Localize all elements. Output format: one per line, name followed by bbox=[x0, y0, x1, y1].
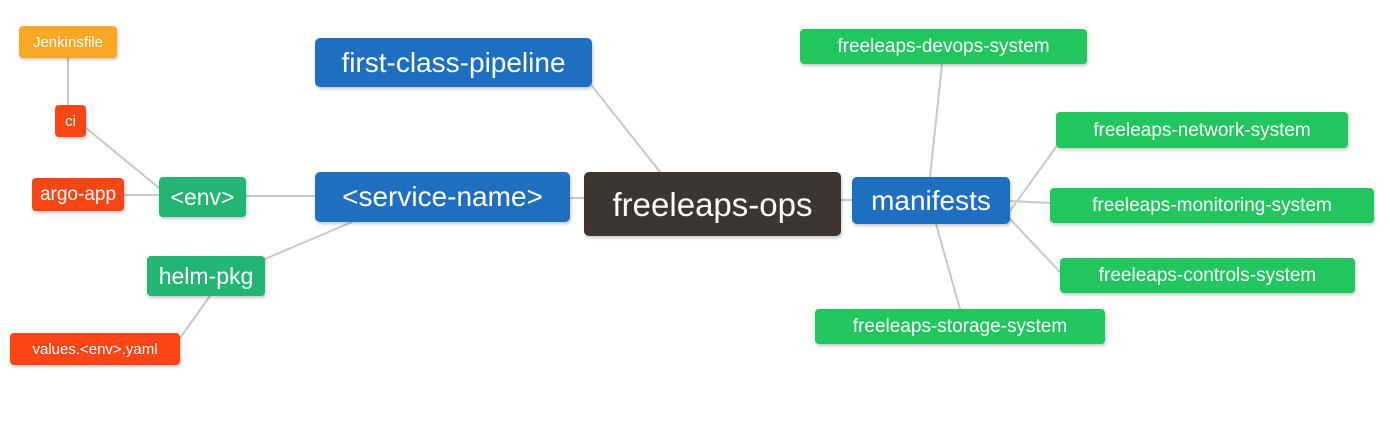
node-service-name[interactable]: <service-name> bbox=[315, 172, 570, 222]
node-label-network-system: freeleaps-network-system bbox=[1093, 119, 1311, 141]
node-label-values-yaml: values.<env>.yaml bbox=[32, 340, 158, 358]
node-label-ci: ci bbox=[65, 112, 76, 130]
node-jenkinsfile[interactable]: Jenkinsfile bbox=[19, 26, 117, 58]
node-label-storage-system: freeleaps-storage-system bbox=[852, 316, 1068, 337]
node-label-first-class: first-class-pipeline bbox=[341, 46, 566, 78]
node-manifests[interactable]: manifests bbox=[852, 177, 1010, 224]
node-first-class[interactable]: first-class-pipeline bbox=[315, 38, 592, 87]
node-label-helm-pkg: helm-pkg bbox=[158, 262, 254, 289]
node-devops-system[interactable]: freeleaps-devops-system bbox=[800, 29, 1087, 64]
edge-first-class-to-freeleaps-ops bbox=[591, 85, 661, 173]
node-argo-app[interactable]: argo-app bbox=[32, 178, 124, 211]
node-freeleaps-ops[interactable]: freeleaps-ops bbox=[584, 172, 841, 236]
node-ci[interactable]: ci bbox=[55, 105, 86, 137]
node-storage-system[interactable]: freeleaps-storage-system bbox=[815, 309, 1105, 344]
node-label-devops-system: freeleaps-devops-system bbox=[837, 36, 1050, 57]
node-label-manifests: manifests bbox=[871, 184, 991, 216]
edge-manifests-to-devops-system bbox=[929, 63, 943, 178]
node-network-system[interactable]: freeleaps-network-system bbox=[1056, 112, 1348, 148]
node-controls-system[interactable]: freeleaps-controls-system bbox=[1060, 258, 1355, 293]
edge-manifests-to-controls-system bbox=[1009, 218, 1061, 273]
edge-helm-pkg-to-service-name bbox=[264, 221, 353, 260]
node-label-controls-system: freeleaps-controls-system bbox=[1098, 265, 1317, 286]
edge-manifests-to-storage-system bbox=[935, 223, 961, 310]
node-label-env: <env> bbox=[170, 183, 235, 210]
node-label-service-name: <service-name> bbox=[342, 181, 543, 212]
node-env[interactable]: <env> bbox=[159, 177, 246, 217]
node-label-jenkinsfile: Jenkinsfile bbox=[32, 33, 104, 51]
node-monitoring-system[interactable]: freeleaps-monitoring-system bbox=[1050, 188, 1374, 223]
node-label-argo-app: argo-app bbox=[39, 184, 117, 205]
node-helm-pkg[interactable]: helm-pkg bbox=[147, 256, 265, 296]
node-values-yaml[interactable]: values.<env>.yaml bbox=[10, 333, 180, 365]
edge-values-yaml-to-helm-pkg bbox=[179, 295, 211, 339]
node-label-freeleaps-ops: freeleaps-ops bbox=[612, 185, 813, 223]
edge-manifests-to-monitoring-system bbox=[1009, 200, 1051, 204]
node-label-monitoring-system: freeleaps-monitoring-system bbox=[1092, 195, 1332, 216]
